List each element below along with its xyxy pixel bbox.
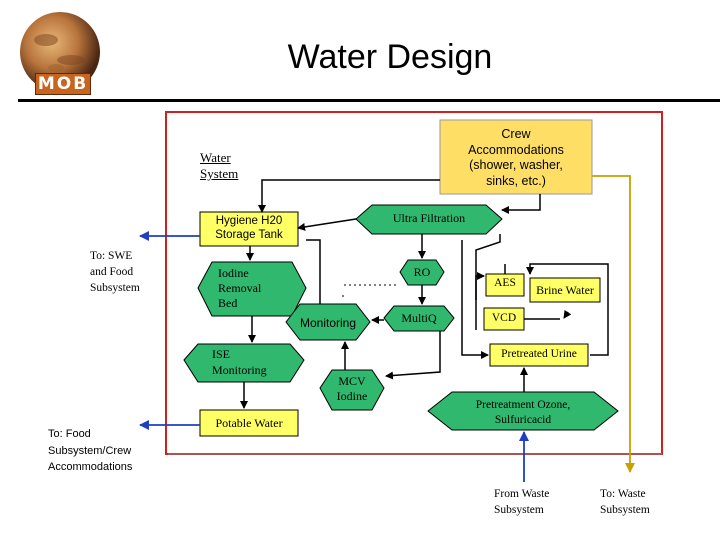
ise-monitoring-label: ISE Monitoring — [212, 346, 267, 378]
pretreatment-hex — [427, 391, 619, 431]
ultra-filtration-hex — [355, 204, 503, 235]
from-waste-line: Subsystem — [494, 504, 544, 516]
iodine-removal-hex — [197, 261, 307, 317]
iodine-line: Bed — [218, 296, 238, 310]
to-waste-line: Subsystem — [600, 504, 650, 516]
iodine-removal-label: Iodine Removal Bed — [218, 266, 261, 311]
water-system-line: System — [200, 166, 239, 181]
crew-line: (shower, washer, — [469, 158, 563, 172]
mcv-iodine-hex — [319, 369, 385, 411]
ro-label: RO — [413, 265, 431, 279]
crew-line: Crew — [501, 127, 531, 141]
pretreated-urine-box — [489, 343, 589, 367]
water-system-label: Water System — [200, 150, 238, 182]
iodine-line: Iodine — [218, 266, 249, 280]
to-waste-arrow — [592, 175, 635, 473]
ise-line: Monitoring — [212, 363, 267, 377]
logo-wordmark: MOB — [35, 73, 91, 95]
from-waste-line: From Waste — [494, 488, 550, 500]
slide-title: Water Design — [287, 38, 493, 76]
iodine-line: Removal — [218, 281, 262, 295]
from-waste-label: From Waste Subsystem — [494, 486, 549, 518]
brine-water-box — [529, 277, 601, 303]
ultra-filtration-label: Ultra Filtration — [392, 211, 466, 225]
to-food-line: Subsystem/Crew — [48, 444, 132, 457]
multiq-hex — [383, 305, 455, 332]
hygiene-storage-label: Hygiene H20 Storage Tank — [200, 214, 298, 242]
ise-monitoring-hex — [183, 343, 305, 383]
brine-water-label: Brine Water — [536, 283, 594, 297]
crew-accommodations-label: Crew Accommodations (shower, washer, sin… — [440, 127, 592, 189]
pretreatment-label: Pretreatment Ozone, Sulfuricacid — [452, 398, 594, 428]
aes-label: AES — [494, 277, 516, 289]
water-system-line: Water — [200, 150, 231, 165]
to-swe-line: Subsystem — [90, 282, 140, 294]
potable-water-box — [199, 409, 299, 437]
mcv-line: Iodine — [336, 389, 368, 403]
pretreated-urine-label: Pretreated Urine — [501, 348, 577, 360]
hygiene-line: Hygiene H20 — [215, 215, 283, 227]
to-swe-label: To: SWE and Food Subsystem — [90, 248, 140, 296]
to-waste-line: To: Waste — [600, 488, 646, 500]
mars-logo — [16, 10, 104, 100]
mcv-iodine-label: MCV Iodine — [332, 374, 372, 404]
crew-line: sinks, etc.) — [486, 173, 546, 188]
multiq-label: MultiQ — [401, 311, 437, 325]
to-food-label: To: Food Subsystem/Crew Accommodations — [48, 426, 132, 476]
monitoring-hex — [285, 303, 371, 341]
pretreatment-line: Sulfuricacid — [494, 414, 552, 426]
ise-line: ISE — [212, 347, 230, 361]
to-food-line: Accommodations — [48, 461, 133, 473]
hygiene-line: Storage Tank — [215, 229, 283, 241]
to-swe-line: To: SWE — [90, 250, 133, 262]
ro-hex — [399, 259, 445, 286]
crew-accommodations-box — [439, 119, 593, 195]
potable-water-label: Potable Water — [215, 416, 283, 430]
pretreatment-line: Pretreatment Ozone, — [475, 399, 571, 411]
to-waste-label: To: Waste Subsystem — [600, 486, 650, 518]
crew-line: Accommodations — [468, 142, 564, 157]
to-food-line: To: Food — [48, 428, 91, 440]
monitoring-label: Monitoring — [299, 316, 357, 330]
mcv-line: MCV — [338, 374, 366, 388]
vcd-label: VCD — [491, 312, 517, 324]
to-swe-line: and Food — [90, 266, 134, 278]
title-divider — [18, 99, 720, 102]
